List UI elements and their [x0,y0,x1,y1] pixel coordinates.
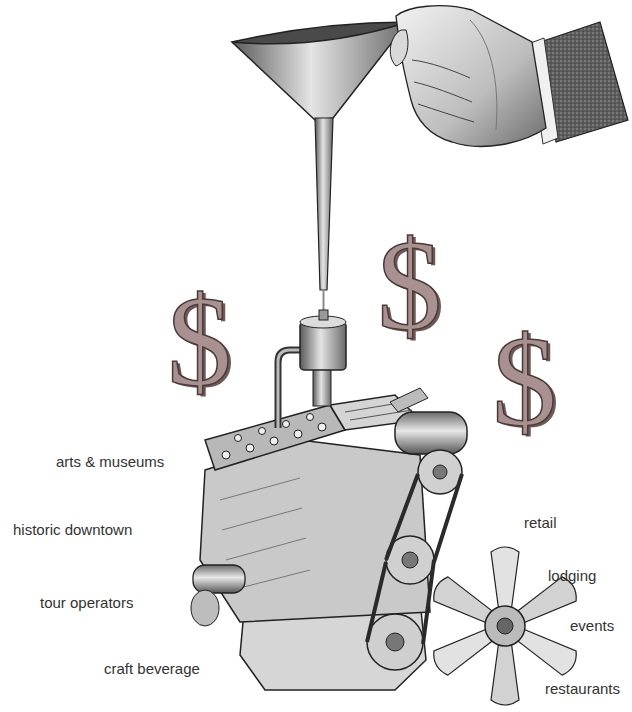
finger-crease [414,82,472,102]
generator [395,412,467,454]
bolt-head [246,444,254,452]
finger-crease [418,104,474,122]
wing-nut [319,310,328,320]
sector-label: craft beverage [104,660,200,678]
crank-pulley [367,614,423,670]
fan-hub [485,606,525,646]
dollar-sign: $ [377,220,442,350]
funnel-cone [232,22,408,120]
bolt-head [283,421,290,428]
bolt-head [235,435,242,442]
flywheel-cover [191,590,219,626]
starter-motor [193,565,245,593]
sector-label: retail [524,514,557,532]
bolt-head [318,423,326,431]
sector-label: tour operators [40,594,133,612]
bolt-head [294,430,302,438]
palm [396,6,546,147]
sector-label: arts & museums [56,453,164,471]
pulley-hub [386,633,404,651]
bolt-head [259,428,266,435]
breather-pipe [278,350,302,428]
bolt-head [270,437,278,445]
thumb [390,30,408,66]
dollar-sign: $ [492,316,557,446]
sector-label: restaurants [545,680,620,698]
pour-stream [323,290,325,311]
air-cleaner [300,322,346,370]
bolt-head [222,451,230,459]
sector-label: lodging [548,567,596,585]
fan-blade [491,547,519,612]
pulley [418,450,462,494]
bolt-head [307,414,314,421]
breather-pipe [278,350,302,428]
sector-label: events [570,617,614,635]
fan-belt [367,474,462,644]
engine [191,310,580,705]
pulley-hub [433,465,447,479]
sector-label: historic downtown [13,521,132,539]
hand [390,6,628,147]
finger-crease [412,60,470,78]
fan-hub [497,618,513,634]
air-cleaner-stem [313,368,331,406]
funnel-rim [232,22,408,44]
funnel-spout [315,118,333,290]
hand-shading [470,20,497,130]
fan-blade [491,640,519,705]
pulley-hub [402,552,418,568]
dollar-sign: $ [167,276,232,406]
water-outlet [390,388,428,412]
